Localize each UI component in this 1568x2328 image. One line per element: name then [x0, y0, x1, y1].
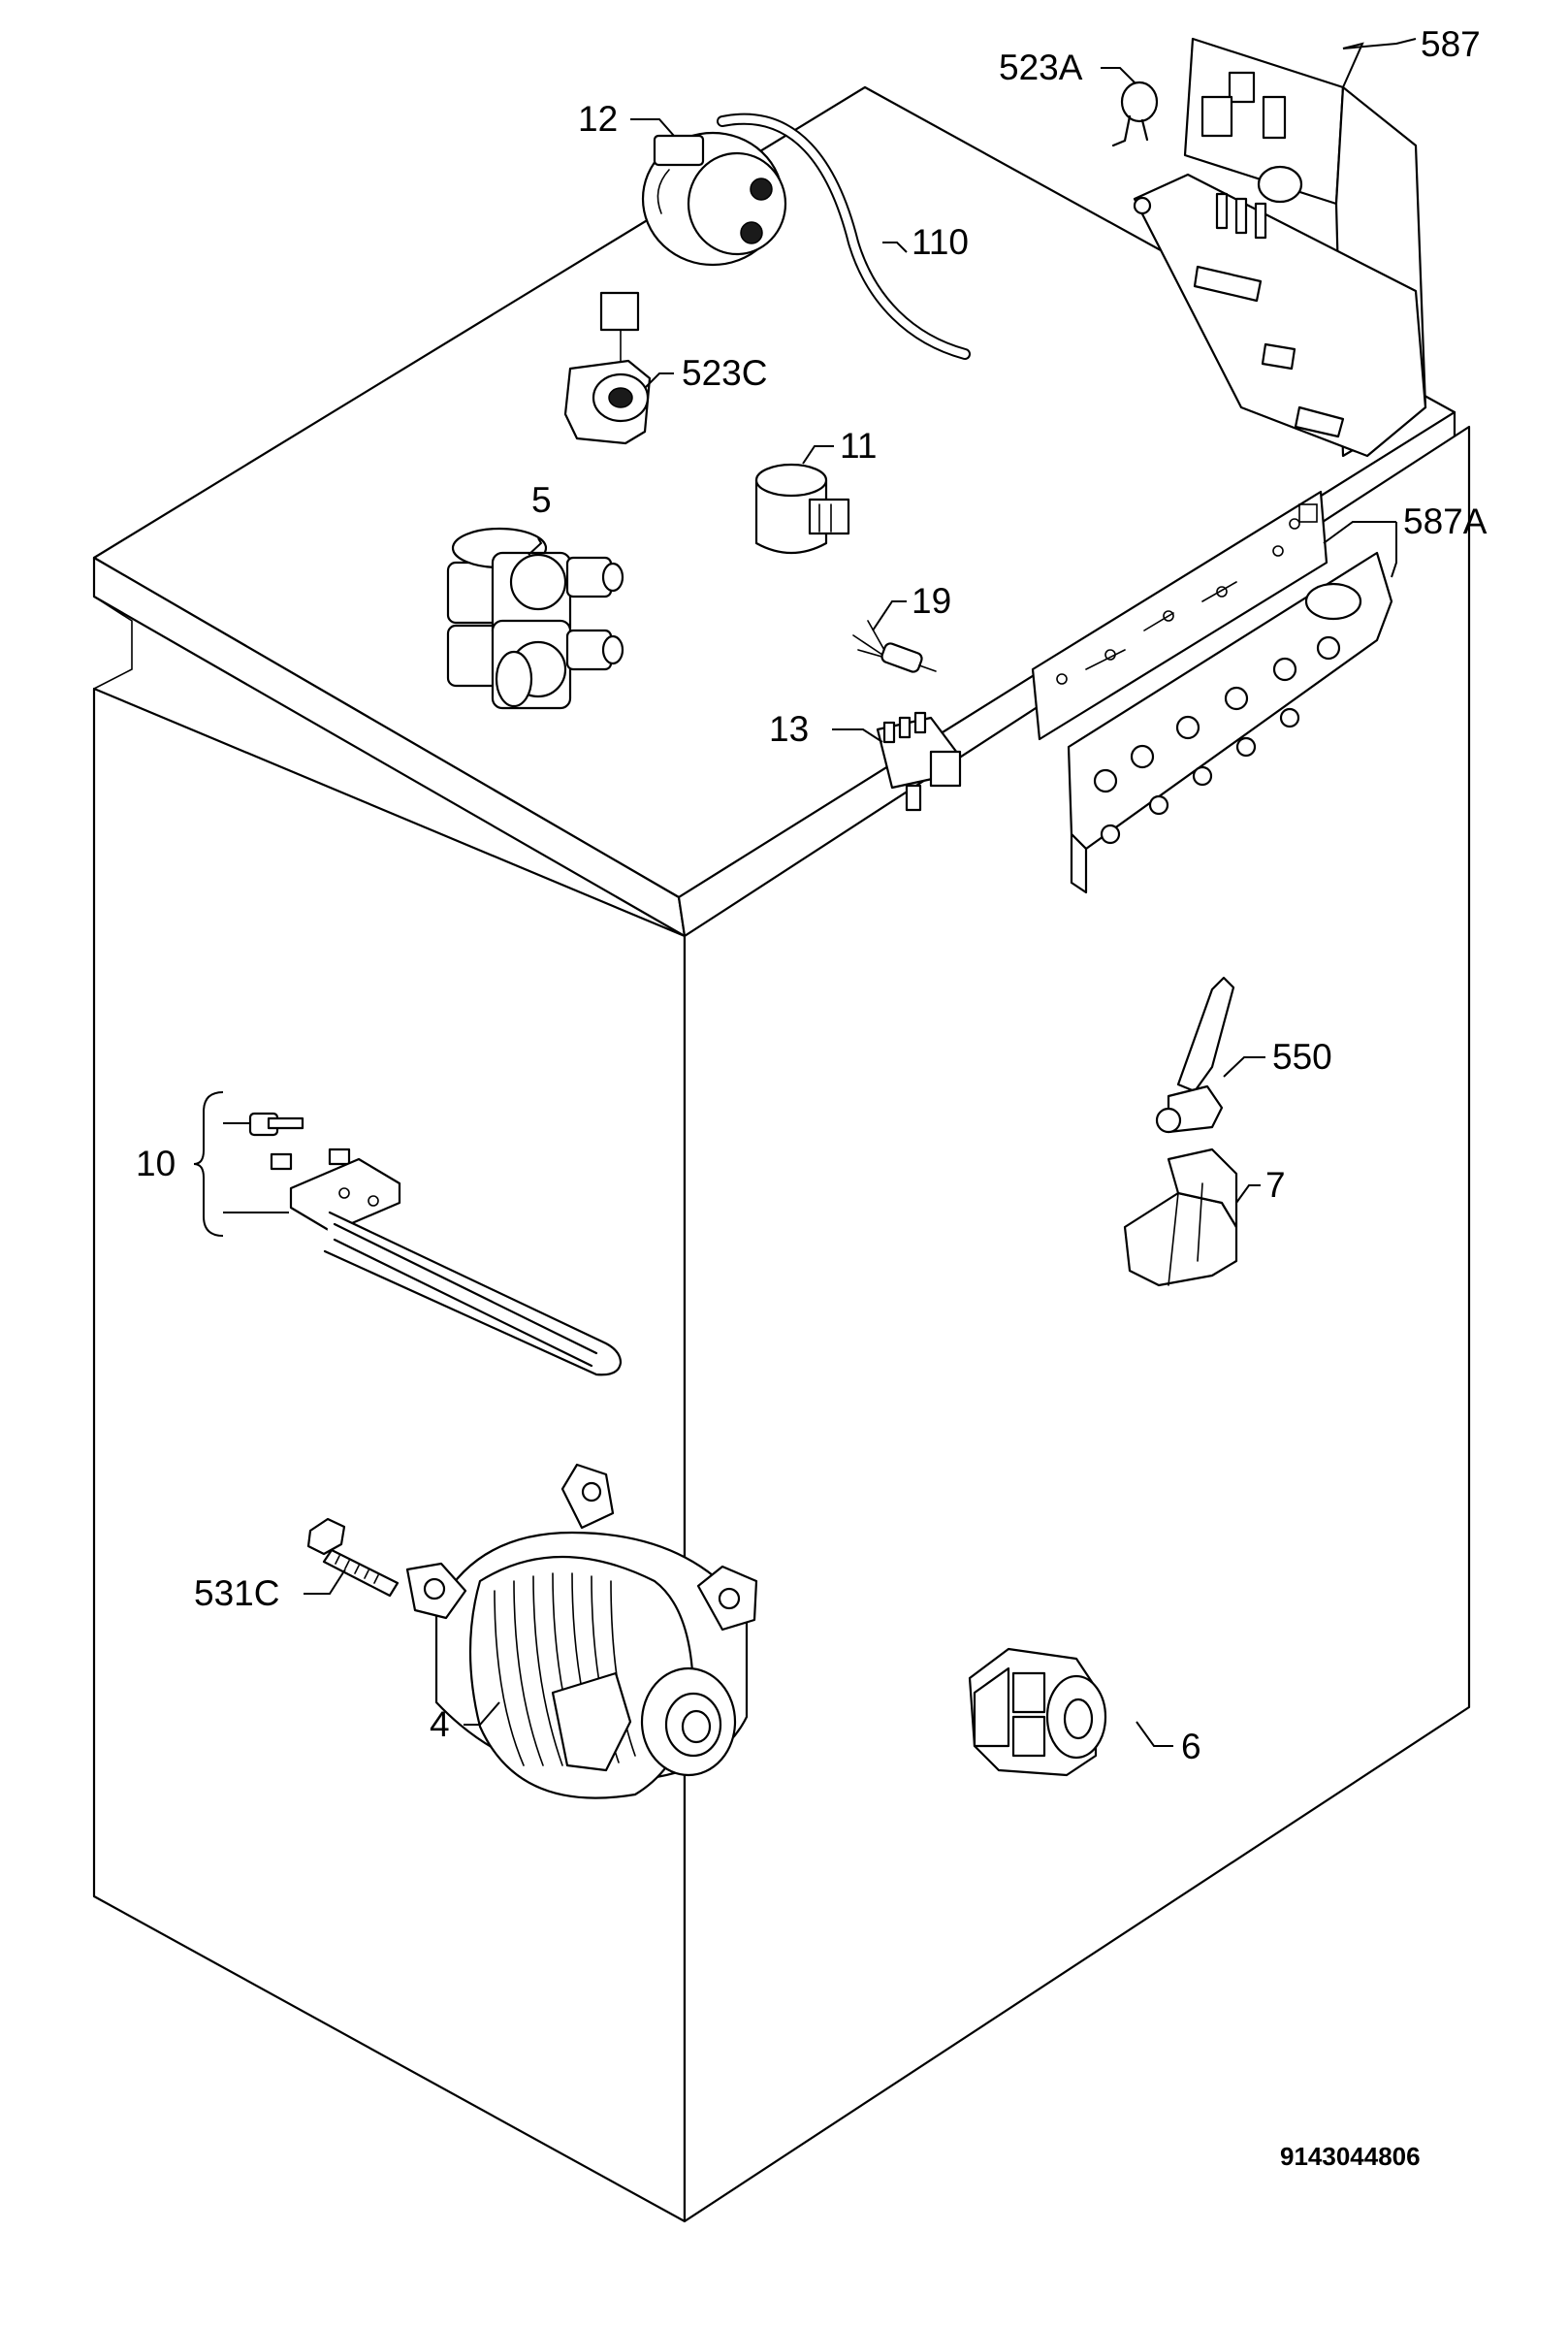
thermostat-523A	[1111, 81, 1159, 147]
connector-13	[876, 711, 962, 812]
heating-element-10	[248, 1112, 623, 1376]
leader-7	[1235, 1184, 1261, 1204]
door-interlock-550	[1155, 976, 1235, 1134]
leader-10-brace	[193, 1091, 224, 1237]
sensor-523C	[563, 291, 652, 445]
inlet-valve-5	[446, 527, 624, 710]
callout-523A: 523A	[999, 48, 1083, 87]
control-board-587	[1133, 37, 1427, 458]
leader-4	[464, 1701, 500, 1726]
callout-19: 19	[912, 581, 951, 621]
callout-531C: 531C	[194, 1573, 279, 1613]
document-number: 9143044806	[1280, 2142, 1421, 2171]
callout-587: 587	[1421, 24, 1481, 64]
callout-10: 10	[136, 1144, 176, 1183]
bolt-531C	[306, 1517, 400, 1598]
hose-110-inner	[719, 114, 969, 358]
callout-5: 5	[531, 480, 552, 520]
sensor-19	[852, 620, 937, 673]
leader-523C	[644, 372, 674, 389]
cabinet-side-step	[93, 596, 133, 690]
panel-board-587A	[1031, 490, 1393, 894]
leader-587A-b	[1391, 522, 1397, 578]
leader-19	[872, 600, 907, 631]
callout-12: 12	[578, 99, 618, 139]
leader-587-a	[1342, 42, 1364, 88]
motor-4	[405, 1463, 758, 1799]
door-lock-7	[1123, 1148, 1238, 1287]
leader-6	[1136, 1721, 1173, 1747]
leader-523A	[1101, 67, 1136, 83]
callout-587A: 587A	[1403, 501, 1488, 541]
callout-110: 110	[912, 222, 969, 262]
leader-531C	[304, 1568, 346, 1595]
pressure-switch-12	[641, 131, 787, 267]
drain-pump-6	[968, 1647, 1107, 1777]
callout-4: 4	[430, 1704, 450, 1744]
callout-523C: 523C	[682, 353, 767, 393]
leader-lines	[193, 38, 1417, 1747]
leader-11	[802, 445, 834, 465]
leader-587-b	[1342, 38, 1417, 49]
leader-550	[1223, 1056, 1265, 1078]
callout-550: 550	[1272, 1037, 1332, 1077]
leader-587A-a	[1323, 521, 1396, 544]
leader-13	[832, 728, 883, 743]
callout-11: 11	[840, 426, 877, 466]
leader-5	[528, 537, 543, 556]
cabinet-front-face	[92, 687, 687, 2223]
callout-6: 6	[1181, 1727, 1201, 1766]
leader-110	[882, 242, 908, 253]
callout-labels: 12 110 523A 587 523C 11 5 587A 19 13 550…	[136, 24, 1488, 1766]
leader-12	[630, 118, 675, 137]
callout-13: 13	[769, 709, 809, 749]
capacitor-11	[754, 463, 850, 554]
callout-7: 7	[1265, 1165, 1286, 1205]
